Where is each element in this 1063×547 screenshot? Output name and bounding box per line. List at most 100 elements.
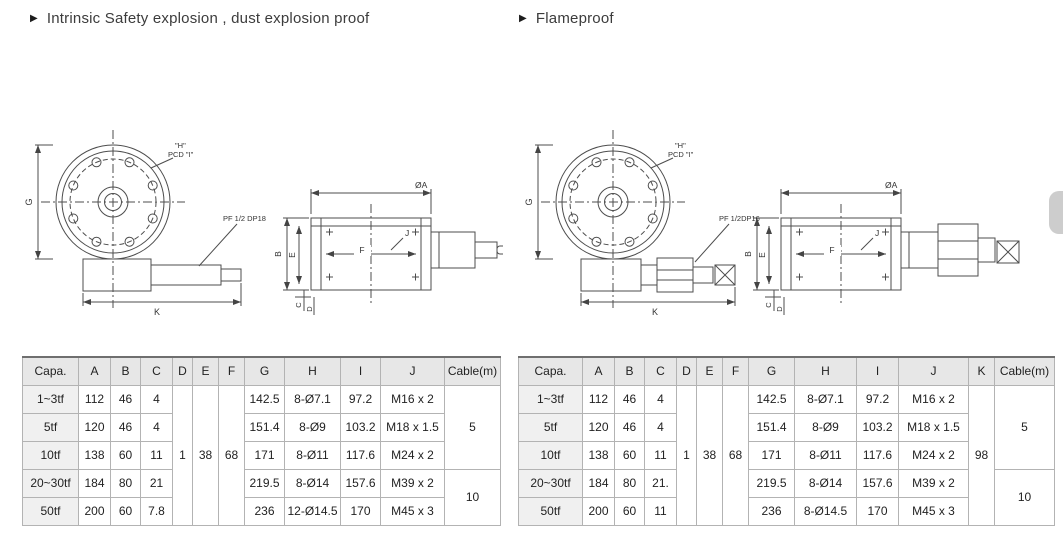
column-header: I [340, 356, 381, 386]
table-cell: 112 [78, 384, 111, 414]
column-header: D [172, 356, 193, 386]
table-cell: 4 [140, 412, 173, 442]
table-cell: 21. [644, 468, 677, 498]
table-cell: 21 [140, 468, 173, 498]
table-cell: 157.6 [340, 468, 381, 498]
dim-label-d: D [305, 306, 314, 312]
row-header: 5tf [22, 412, 79, 442]
triangle-bullet-icon: ▶ [30, 12, 38, 24]
table-cell: M39 x 2 [380, 468, 445, 498]
dim-label-j: J [405, 228, 409, 238]
table-cell: 60 [110, 440, 141, 470]
table-cell: 184 [582, 468, 615, 498]
table-cell: 117.6 [340, 440, 381, 470]
table-cell: 4 [644, 412, 677, 442]
table-cell: 120 [582, 412, 615, 442]
table-cell: 236 [748, 496, 795, 526]
dim-label-k: K [652, 307, 658, 317]
column-header: I [856, 356, 899, 386]
table-cell: 11 [644, 496, 677, 526]
table-cell: 98 [968, 384, 995, 526]
column-header: Cable(m) [994, 356, 1055, 386]
dim-label-g: G [524, 198, 534, 205]
column-header: E [192, 356, 219, 386]
table-cell: 142.5 [748, 384, 795, 414]
table-cell: 142.5 [244, 384, 285, 414]
table-cell: M24 x 2 [380, 440, 445, 470]
section-title-left: Intrinsic Safety explosion , dust explos… [46, 10, 370, 27]
column-header: Capa. [518, 356, 583, 386]
row-header: 1~3tf [22, 384, 79, 414]
table-cell: 184 [78, 468, 111, 498]
table-cell: 1 [172, 384, 193, 526]
table-cell: 138 [78, 440, 111, 470]
column-header: B [614, 356, 645, 386]
dim-label-pcd: PCD "I" [668, 150, 694, 159]
section-header-left: ▶ Intrinsic Safety explosion , dust expl… [30, 10, 369, 27]
table-cell: 117.6 [856, 440, 899, 470]
dim-label-h: "H" [675, 141, 686, 150]
dim-label-oa: ØA [415, 180, 428, 190]
table-cell: 171 [748, 440, 795, 470]
table-cell: 80 [614, 468, 645, 498]
page-edge-tab[interactable] [1049, 191, 1063, 234]
pf-thread-label: PF 1/2 DP18 [223, 214, 266, 223]
row-header: 10tf [22, 440, 79, 470]
table-cell: 103.2 [856, 412, 899, 442]
row-header: 20~30tf [22, 468, 79, 498]
table-cell: 8-Ø7.1 [794, 384, 857, 414]
table-cell: M18 x 1.5 [380, 412, 445, 442]
dim-label-pcd: PCD "I" [168, 150, 194, 159]
dim-label-h: "H" [175, 141, 186, 150]
table-cell: M45 x 3 [898, 496, 969, 526]
row-header: 20~30tf [518, 468, 583, 498]
table-cell: 46 [110, 384, 141, 414]
table-cell: 8-Ø14 [794, 468, 857, 498]
table-cell: M24 x 2 [898, 440, 969, 470]
table-cell: 68 [218, 384, 245, 526]
column-header: K [968, 356, 995, 386]
right-drawing-labels: "H" PCD "I" PF 1/2DP16 G K ØA J F B E C … [524, 141, 898, 317]
table-cell: 38 [696, 384, 723, 526]
row-header: 1~3tf [518, 384, 583, 414]
table-cell: 151.4 [244, 412, 285, 442]
column-header: F [218, 356, 245, 386]
row-header: 50tf [518, 496, 583, 526]
section-title-right: Flameproof [535, 10, 614, 27]
table-cell: 38 [192, 384, 219, 526]
table-cell: 200 [78, 496, 111, 526]
dim-label-f: F [359, 245, 364, 255]
table-cell: 138 [582, 440, 615, 470]
table-cell: 46 [614, 412, 645, 442]
table-cell: 10 [444, 468, 501, 526]
column-header: J [898, 356, 969, 386]
table-cell: 4 [644, 384, 677, 414]
column-header: D [676, 356, 697, 386]
table-cell: 236 [244, 496, 285, 526]
row-header: 10tf [518, 440, 583, 470]
table-cell: 8-Ø9 [284, 412, 341, 442]
dim-label-oa: ØA [885, 180, 898, 190]
table-cell: 151.4 [748, 412, 795, 442]
table-cell: 12-Ø14.5 [284, 496, 341, 526]
table-cell: 219.5 [748, 468, 795, 498]
dim-label-b: B [743, 251, 753, 257]
table-cell: M16 x 2 [380, 384, 445, 414]
dim-label-f: F [829, 245, 834, 255]
table-cell: 8-Ø14 [284, 468, 341, 498]
table-cell: 8-Ø9 [794, 412, 857, 442]
column-header: H [284, 356, 341, 386]
table-cell: M45 x 3 [380, 496, 445, 526]
table-cell: 68 [722, 384, 749, 526]
dim-label-k: K [154, 307, 160, 317]
dim-label-e: E [287, 252, 297, 258]
